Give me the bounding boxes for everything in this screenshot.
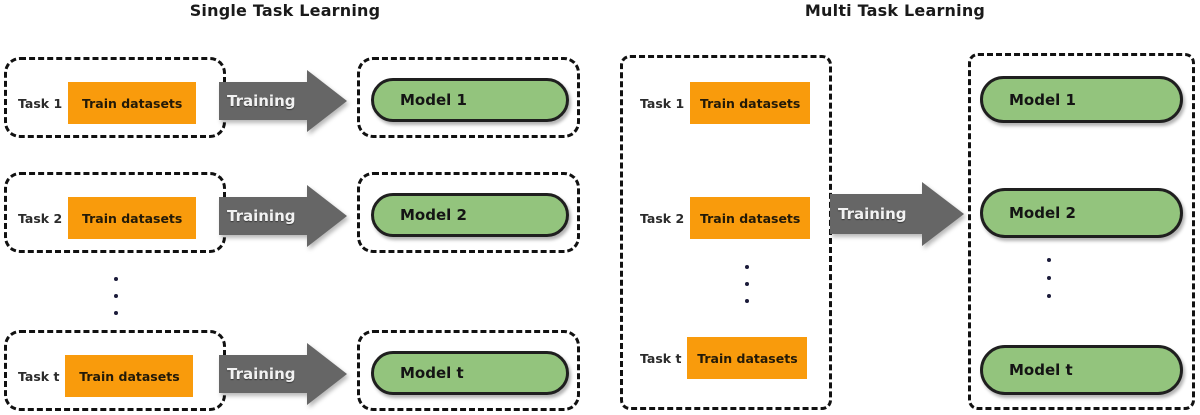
mtl-model-label-2: Model 2	[1009, 204, 1076, 222]
mtl-task-label-1: Task 1	[640, 95, 685, 111]
stl-task-ellipsis	[113, 277, 119, 315]
mtl-training-label: Training	[838, 205, 907, 223]
stl-model-box-2	[357, 172, 580, 253]
stl-model-label-3: Model t	[400, 364, 464, 382]
panel-title-single-task-learning: Single Task Learning	[189, 1, 381, 20]
stl-model-pill-3: Model t	[371, 351, 569, 395]
mtl-task-row-1: Task 1 Train datasets	[640, 82, 811, 124]
stl-model-label-1: Model 1	[400, 91, 467, 109]
mtl-task-ellipsis	[744, 265, 750, 303]
stl-task-row-2: Task 2 Train datasets	[18, 197, 197, 239]
panel-title-multi-task-learning: Multi Task Learning	[804, 1, 986, 20]
stl-task-label-2: Task 2	[18, 210, 63, 226]
mtl-model-label-3: Model t	[1009, 361, 1073, 379]
stl-task-row-1: Task 1 Train datasets	[18, 82, 197, 124]
stl-task-row-3: Task t Train datasets	[18, 355, 194, 397]
mtl-dataset-chip-3: Train datasets	[687, 337, 808, 379]
stl-model-pill-2: Model 2	[371, 193, 569, 237]
stl-model-box-1	[357, 57, 580, 138]
stl-model-box-3	[357, 330, 580, 411]
stl-training-label-3: Training	[227, 365, 296, 383]
stl-dataset-chip-3: Train datasets	[65, 355, 194, 397]
stl-training-arrow-1: Training	[219, 70, 347, 132]
stl-training-label-2: Training	[227, 207, 296, 225]
stl-dataset-chip-1: Train datasets	[68, 82, 197, 124]
mtl-model-pill-2: Model 2	[980, 188, 1183, 238]
mtl-training-arrow: Training	[830, 182, 964, 246]
stl-training-label-1: Training	[227, 92, 296, 110]
mtl-task-row-2: Task 2 Train datasets	[640, 197, 811, 239]
stl-training-arrow-2: Training	[219, 185, 347, 247]
mtl-models-container	[968, 53, 1195, 410]
stl-task-label-1: Task 1	[18, 95, 63, 111]
mtl-task-label-2: Task 2	[640, 210, 685, 226]
mtl-dataset-chip-2: Train datasets	[690, 197, 811, 239]
stl-dataset-chip-2: Train datasets	[68, 197, 197, 239]
stl-training-arrow-3: Training	[219, 343, 347, 405]
stl-model-label-2: Model 2	[400, 206, 467, 224]
mtl-task-label-3: Task t	[640, 350, 682, 366]
mtl-model-ellipsis	[1046, 258, 1052, 298]
mtl-task-row-3: Task t Train datasets	[640, 337, 808, 379]
stl-model-pill-1: Model 1	[371, 78, 569, 122]
mtl-model-pill-1: Model 1	[980, 76, 1183, 123]
mtl-dataset-chip-1: Train datasets	[690, 82, 811, 124]
mtl-model-label-1: Model 1	[1009, 90, 1076, 109]
stl-task-label-3: Task t	[18, 368, 60, 384]
mtl-model-pill-3: Model t	[980, 345, 1183, 395]
